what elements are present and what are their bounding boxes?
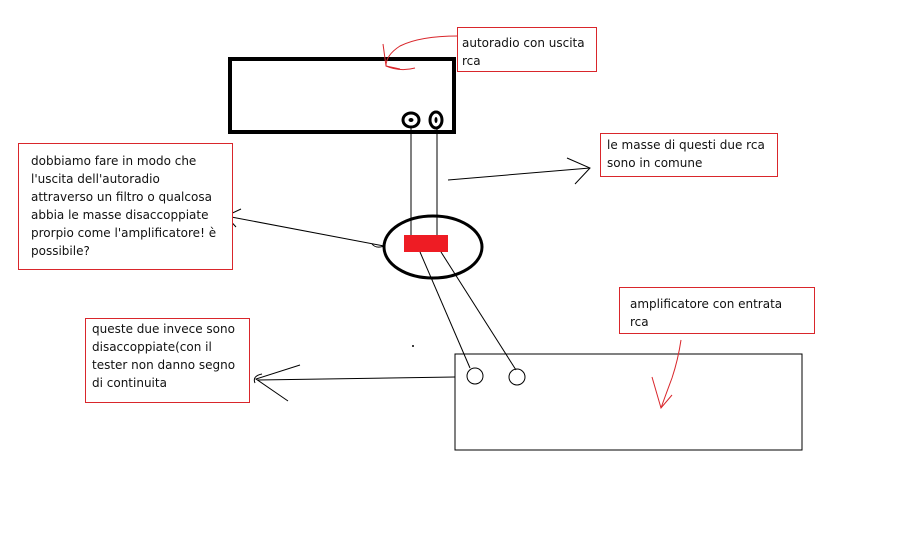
arrow-domanda	[225, 208, 385, 248]
filter-block	[404, 235, 448, 252]
car-radio-rca-left	[401, 111, 421, 129]
amplifier-rca-left	[466, 367, 484, 385]
amplifier-box	[454, 353, 803, 451]
car-radio-rca-right	[428, 110, 444, 130]
stray-dot	[412, 345, 414, 347]
cable-amp-left	[419, 251, 471, 369]
amplifier-rca-right	[508, 368, 526, 386]
arrow-amplificatore-red	[651, 339, 682, 410]
note-amplificatore: amplificatore con entrata rca	[619, 287, 815, 334]
filter-ellipse	[382, 214, 484, 280]
note-disaccoppiate: queste due invece sono disaccoppiate(con…	[85, 318, 250, 403]
arrow-disaccoppiate	[253, 364, 456, 402]
note-autoradio: autoradio con uscita rca	[457, 27, 597, 72]
note-domanda: dobbiamo fare in modo che l'uscita dell'…	[18, 143, 233, 270]
car-radio-box	[228, 57, 456, 134]
arrow-masse-comune	[447, 157, 591, 185]
cable-amp-right	[440, 251, 517, 371]
note-masse-comune: le masse di questi due rca sono in comun…	[600, 133, 778, 177]
